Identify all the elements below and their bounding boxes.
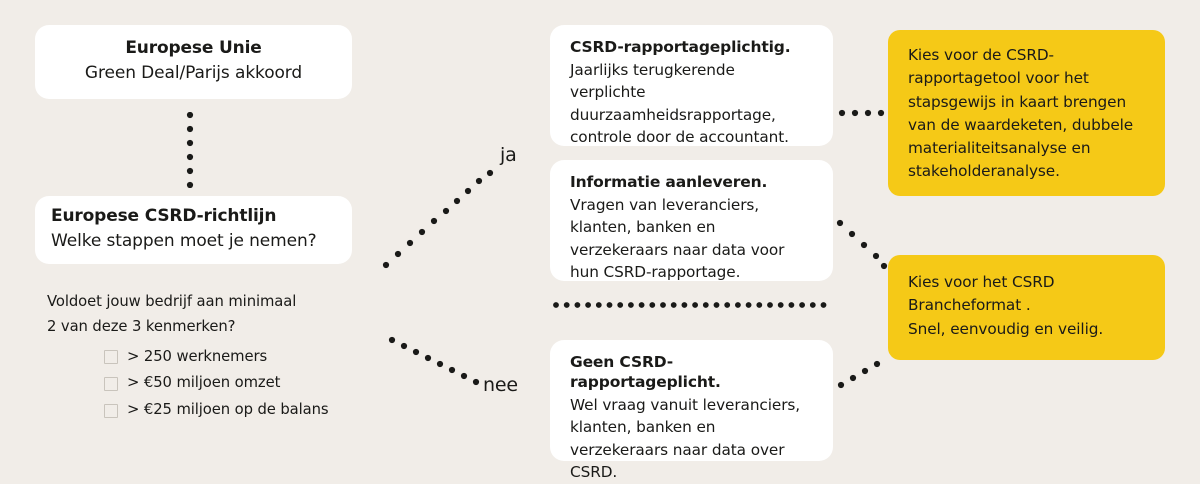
criteria-question-line-2: 2 van deze 3 kenmerken? [47,317,236,335]
list-item[interactable]: > €25 miljoen op de balans [104,401,367,419]
mid-card-title: Informatie aanleveren. [570,173,768,191]
list-item[interactable]: > 250 werknemers [104,347,367,365]
mid-card-title: CSRD-rapportageplichtig. [570,38,791,56]
card-europese-csrd-richtlijn: Europese CSRD-richtlijn Welke stappen mo… [35,196,352,264]
criteria-item-label: > €25 miljoen op de balans [127,401,329,419]
card-csrd-rapportagetool: Kies voor de CSRD-rapportagetool voor he… [888,30,1165,196]
branch-label-ja: ja [500,144,517,166]
yellow-card-body-line-3: Snel, eenvoudig en veilig. [908,319,1104,338]
list-item[interactable]: > €50 miljoen omzet [104,376,367,391]
criteria-item-label: > 250 werknemers [127,347,268,365]
checkbox-icon[interactable] [104,350,118,365]
criteria-list: > 250 werknemers > €50 miljoen omzet > €… [47,347,367,419]
yellow-card-body: Kies voor de CSRD-rapportagetool voor he… [908,46,1134,181]
mid-card-body: Jaarlijks terugkerende verplichte duurza… [570,60,789,147]
eu-card-subtitle: Green Deal/Parijs akkoord [84,62,303,83]
criteria-item-label: > €50 miljoen omzet [127,374,281,392]
yellow-card-body-line-2: Brancheformat . [908,296,1031,315]
mid-card-body: Vragen van leveranciers, klanten, banken… [570,195,785,282]
mid-card-title: Geen CSRD-rapportageplicht. [570,353,721,391]
yellow-card-body-line-1: Kies voor het CSRD [908,273,1055,291]
criteria-question-line-1: Voldoet jouw bedrijf aan minimaal [47,293,297,310]
checkbox-icon[interactable] [104,403,118,418]
card-csrd-brancheformat: Kies voor het CSRD Brancheformat . Snel,… [888,255,1165,360]
connector-nee [388,336,480,386]
card-geen-csrd-rapportageplicht: Geen CSRD-rapportageplicht. Wel vraag va… [550,340,833,481]
connector-mid2-yellow2 [836,219,888,270]
card-europese-unie: Europese Unie Green Deal/Parijs akkoord [35,25,352,99]
horizontal-dotted-divider [553,302,827,308]
csrd-card-title: Europese CSRD-richtlijn [51,206,277,227]
connector-mid3-yellow2 [837,360,881,389]
connector-mid1-yellow1 [838,109,885,117]
checkbox-icon[interactable] [104,376,118,391]
card-informatie-aanleveren: Informatie aanleveren. Vragen van levera… [550,160,833,281]
vertical-dotted-connector [186,112,194,188]
connector-ja [382,169,494,269]
criteria-checklist: Voldoet jouw bedrijf aan minimaal 2 van … [47,290,367,430]
csrd-card-subtitle: Welke stappen moet je nemen? [51,230,317,251]
branch-label-nee: nee [483,374,518,396]
eu-card-title: Europese Unie [125,38,262,59]
card-csrd-rapportageplichtig: CSRD-rapportageplichtig. Jaarlijks terug… [550,25,833,146]
mid-card-body: Wel vraag vanuit leveranciers, klanten, … [570,395,801,482]
